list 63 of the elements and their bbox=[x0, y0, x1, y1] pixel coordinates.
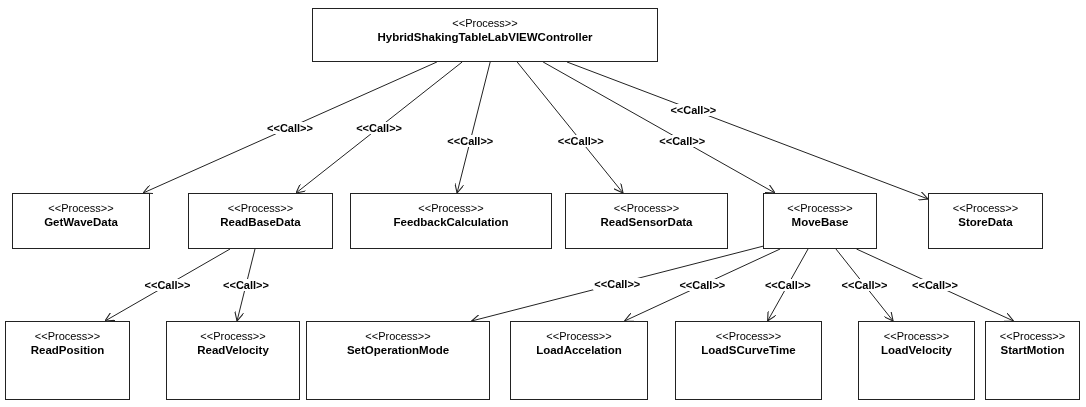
process-name: ReadBaseData bbox=[220, 215, 301, 230]
process-box bbox=[985, 321, 1080, 400]
process-box bbox=[510, 321, 648, 400]
process-box bbox=[166, 321, 300, 400]
process-name: ReadSensorData bbox=[600, 215, 693, 230]
edge-label: <<Call>> bbox=[446, 134, 495, 147]
stereotype-label: <<Process>> bbox=[418, 201, 484, 215]
edge-label: <<Call>> bbox=[911, 279, 959, 291]
process-box bbox=[858, 321, 975, 400]
process-name: LoadAccelation bbox=[536, 343, 622, 358]
process-box bbox=[928, 193, 1043, 249]
stereotype-label: <<Process>> bbox=[999, 329, 1066, 343]
edge-label: <<Call>> bbox=[763, 279, 812, 291]
arrow bbox=[767, 248, 809, 322]
process-name: StoreData bbox=[958, 215, 1013, 230]
edge-label: <<Call>> bbox=[355, 121, 404, 134]
process-box bbox=[565, 193, 728, 249]
process-box bbox=[12, 193, 150, 249]
process-name: HybridShakingTableLabVIEWController bbox=[377, 30, 593, 45]
edge-label: <<Call>> bbox=[840, 279, 889, 291]
process-box bbox=[763, 193, 877, 249]
process-name: ReadVelocity bbox=[197, 343, 269, 358]
process-box bbox=[5, 321, 130, 400]
stereotype-label: <<Process>> bbox=[227, 201, 294, 215]
edge-label: <<Call>> bbox=[222, 279, 270, 291]
stereotype-label: <<Process>> bbox=[452, 16, 518, 30]
process-name: FeedbackCalculation bbox=[393, 215, 509, 230]
process-box bbox=[350, 193, 552, 249]
arrow bbox=[566, 61, 929, 201]
process-name: LoadSCurveTime bbox=[701, 343, 796, 358]
process-name: LoadVelocity bbox=[881, 343, 952, 358]
process-box bbox=[306, 321, 490, 400]
edge-label: <<Call>> bbox=[669, 103, 718, 116]
arrow bbox=[516, 61, 624, 194]
process-box bbox=[188, 193, 333, 249]
edge-label: <<Call>> bbox=[143, 279, 192, 291]
process-name: MoveBase bbox=[791, 215, 849, 230]
stereotype-label: <<Process>> bbox=[883, 329, 950, 343]
process-name: ReadPosition bbox=[30, 343, 105, 358]
stereotype-label: <<Process>> bbox=[200, 329, 266, 343]
arrow bbox=[142, 61, 438, 194]
process-box bbox=[312, 8, 658, 62]
process-name: SetOperationMode bbox=[346, 343, 450, 358]
stereotype-label: <<Process>> bbox=[952, 201, 1019, 215]
arrow bbox=[234, 248, 256, 322]
edge-label: <<Call>> bbox=[658, 134, 707, 147]
edge-label: <<Call>> bbox=[593, 277, 642, 290]
arrow bbox=[542, 61, 776, 194]
arrow bbox=[295, 61, 463, 194]
edge-label: <<Call>> bbox=[556, 134, 605, 147]
stereotype-label: <<Process>> bbox=[48, 201, 114, 215]
stereotype-label: <<Process>> bbox=[546, 329, 612, 343]
arrow bbox=[454, 61, 491, 194]
stereotype-label: <<Process>> bbox=[613, 201, 680, 215]
stereotype-label: <<Process>> bbox=[365, 329, 431, 343]
stereotype-label: <<Process>> bbox=[715, 329, 782, 343]
process-name: GetWaveData bbox=[44, 215, 118, 230]
stereotype-label: <<Process>> bbox=[787, 201, 853, 215]
process-box bbox=[675, 321, 822, 400]
edge-label: <<Call>> bbox=[266, 121, 314, 134]
process-name: StartMotion bbox=[1000, 343, 1065, 358]
edge-label: <<Call>> bbox=[678, 279, 727, 291]
stereotype-label: <<Process>> bbox=[34, 329, 101, 343]
